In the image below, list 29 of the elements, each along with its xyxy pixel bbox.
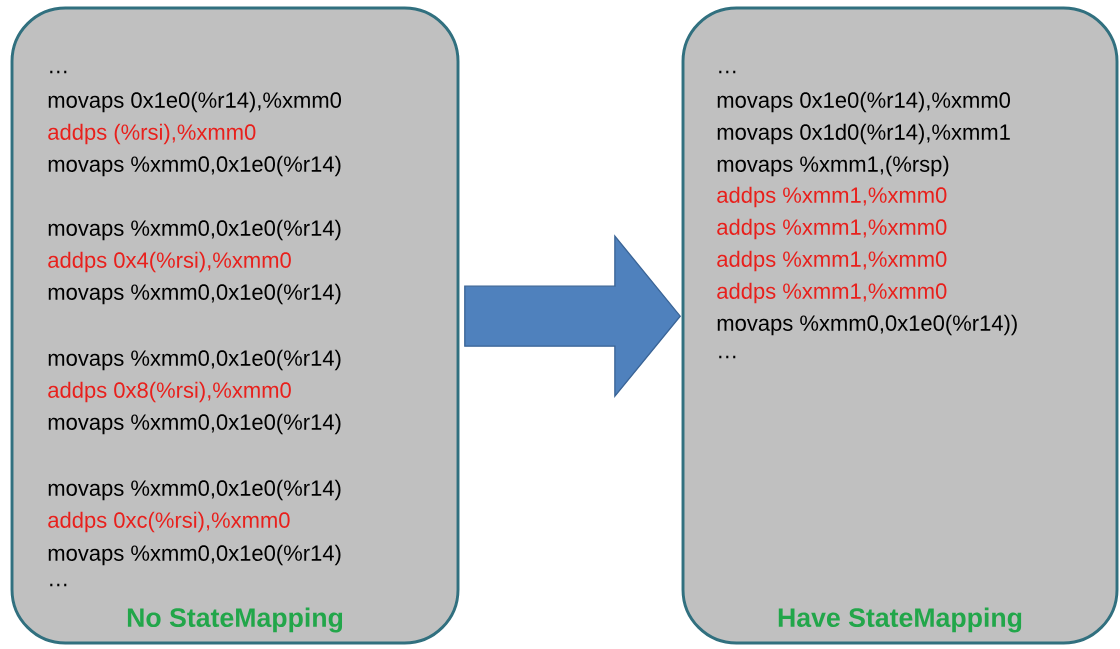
code-line: movaps %xmm0,0x1e0(%r14): [48, 219, 341, 241]
code-line: movaps 0x1e0(%r14),%xmm0: [48, 91, 341, 113]
code-panel: [681, 6, 1119, 645]
code-line: movaps %xmm0,0x1e0(%r14): [48, 479, 341, 501]
code-line: …: [50, 70, 67, 74]
code-line: movaps %xmm0,0x1e0(%r14)): [717, 314, 1017, 336]
code-line: movaps 0x1d0(%r14),%xmm1: [717, 123, 1010, 145]
panel-title: Have StateMapping: [778, 607, 1022, 633]
code-line: …: [719, 70, 736, 74]
code-line: addps %xmm1,%xmm0: [717, 186, 947, 208]
code-line: movaps 0x1e0(%r14),%xmm0: [717, 91, 1010, 113]
code-line: addps %xmm1,%xmm0: [717, 218, 947, 240]
code-line: addps (%rsi),%xmm0: [48, 123, 256, 145]
code-line: movaps %xmm0,0x1e0(%r14): [48, 283, 341, 305]
code-panel: [10, 6, 460, 645]
code-line: …: [50, 583, 67, 587]
code-line: movaps %xmm0,0x1e0(%r14): [48, 155, 341, 177]
code-line: addps 0x8(%rsi),%xmm0: [48, 381, 291, 403]
block-arrow: [464, 234, 682, 398]
code-line: addps 0x4(%rsi),%xmm0: [48, 251, 291, 273]
code-line: movaps %xmm0,0x1e0(%r14): [48, 349, 341, 371]
code-line: addps 0xc(%rsi),%xmm0: [48, 511, 290, 533]
panel-title: No StateMapping: [127, 607, 343, 633]
code-line: …: [719, 355, 736, 359]
code-line: addps %xmm1,%xmm0: [717, 282, 947, 304]
code-line: movaps %xmm0,0x1e0(%r14): [48, 544, 341, 566]
code-line: addps %xmm1,%xmm0: [717, 250, 947, 272]
code-line: movaps %xmm1,(%rsp): [717, 155, 949, 177]
code-line: movaps %xmm0,0x1e0(%r14): [48, 413, 341, 435]
